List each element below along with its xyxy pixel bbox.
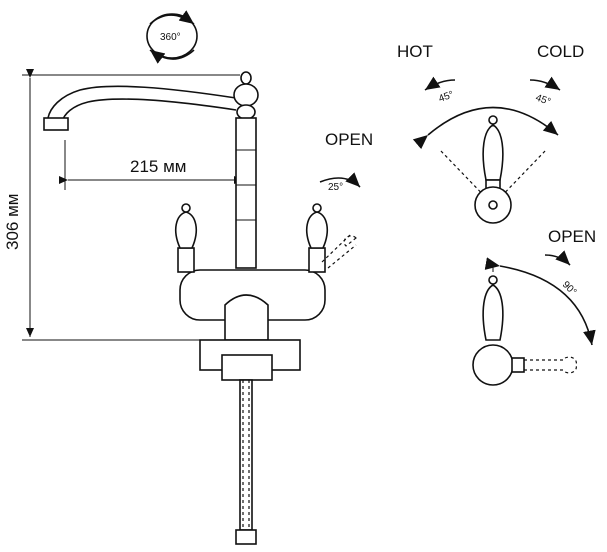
open-side-arrow-icon [544, 250, 571, 266]
faucet-drawing [43, 71, 357, 545]
cold-angle: 45° [534, 92, 552, 108]
hot-label: HOT [397, 42, 433, 61]
open-side-label: OPEN [548, 227, 596, 246]
open-main-angle: 25° [328, 182, 343, 193]
open-main-label: OPEN [325, 130, 373, 149]
reach-label: 215 мм [130, 157, 186, 176]
hot-angle: 45° [437, 89, 455, 105]
height-label: 306 мм [3, 194, 22, 250]
rotation-label: 360° [160, 32, 181, 43]
open-side-angle: 90° [560, 279, 578, 297]
rotation-360-icon [146, 10, 198, 64]
hot-arrow-icon [424, 76, 456, 91]
hot-cold-handle-drawing [412, 106, 559, 224]
side-open-handle-drawing [472, 257, 596, 386]
cold-arrow-icon [529, 76, 561, 91]
open-arrow-icon [319, 172, 361, 188]
height-dimension [22, 69, 240, 341]
cold-label: COLD [537, 42, 584, 61]
reach-dimension [59, 140, 243, 190]
